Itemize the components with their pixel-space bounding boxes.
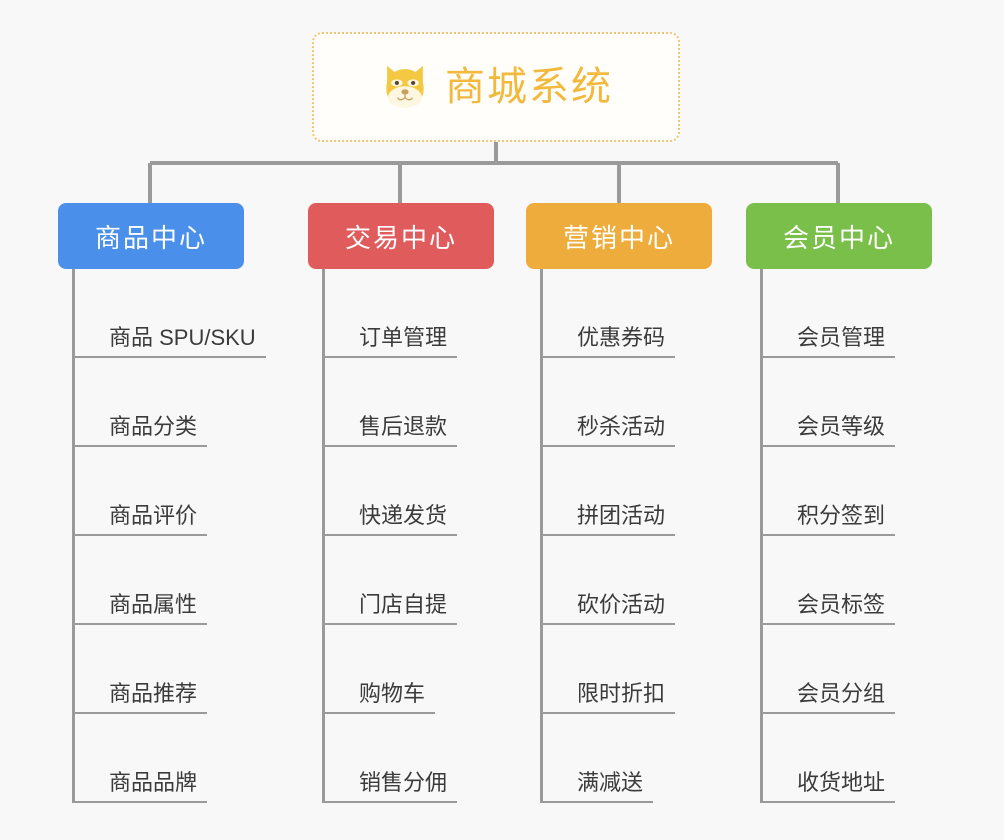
leaf-label: 商品推荐: [75, 681, 208, 714]
branch-header-2[interactable]: 营销中心: [526, 203, 712, 269]
leaf-label: 商品属性: [75, 592, 208, 625]
list-item[interactable]: 订单管理: [325, 269, 494, 358]
leaf-label: 会员标签: [763, 592, 896, 625]
list-item[interactable]: 会员分组: [763, 625, 932, 714]
branch-header-1[interactable]: 交易中心: [308, 203, 494, 269]
leaf-label: 砍价活动: [543, 592, 676, 625]
list-item[interactable]: 收货地址: [763, 714, 932, 803]
branch-items-0: 商品 SPU/SKU 商品分类 商品评价 商品属性 商品推荐 商品品牌: [72, 269, 266, 803]
list-item[interactable]: 拼团活动: [543, 447, 712, 536]
branch-column-0: 商品中心 商品 SPU/SKU 商品分类 商品评价 商品属性 商品推荐 商品品牌: [58, 203, 266, 803]
branch-items-1: 订单管理 售后退款 快递发货 门店自提 购物车 销售分佣: [322, 269, 494, 803]
branch-header-3[interactable]: 会员中心: [746, 203, 932, 269]
list-item[interactable]: 会员标签: [763, 536, 932, 625]
leaf-label: 收货地址: [763, 770, 896, 803]
leaf-label: 商品 SPU/SKU: [75, 325, 266, 358]
leaf-label: 秒杀活动: [543, 414, 676, 447]
leaf-label: 会员分组: [763, 681, 896, 714]
list-item[interactable]: 门店自提: [325, 536, 494, 625]
list-item[interactable]: 商品推荐: [75, 625, 244, 714]
leaf-label: 门店自提: [325, 592, 458, 625]
list-item[interactable]: 满减送: [543, 714, 712, 803]
leaf-label: 销售分佣: [325, 770, 458, 803]
root-node[interactable]: 商城系统: [312, 32, 680, 142]
branch-items-3: 会员管理 会员等级 积分签到 会员标签 会员分组 收货地址: [760, 269, 932, 803]
list-item[interactable]: 售后退款: [325, 358, 494, 447]
list-item[interactable]: 销售分佣: [325, 714, 494, 803]
list-item[interactable]: 商品属性: [75, 536, 244, 625]
leaf-label: 拼团活动: [543, 503, 676, 536]
leaf-label: 售后退款: [325, 414, 458, 447]
list-item[interactable]: 商品品牌: [75, 714, 244, 803]
branch-column-1: 交易中心 订单管理 售后退款 快递发货 门店自提 购物车 销售分佣: [308, 203, 494, 803]
list-item[interactable]: 优惠券码: [543, 269, 712, 358]
branch-header-0[interactable]: 商品中心: [58, 203, 244, 269]
list-item[interactable]: 秒杀活动: [543, 358, 712, 447]
list-item[interactable]: 商品 SPU/SKU: [75, 269, 266, 358]
root-title: 商城系统: [445, 65, 613, 109]
leaf-label: 商品评价: [75, 503, 208, 536]
leaf-label: 订单管理: [325, 325, 458, 358]
leaf-label: 商品分类: [75, 414, 208, 447]
list-item[interactable]: 砍价活动: [543, 536, 712, 625]
list-item[interactable]: 积分签到: [763, 447, 932, 536]
leaf-label: 购物车: [325, 681, 436, 714]
list-item[interactable]: 会员等级: [763, 358, 932, 447]
branch-items-2: 优惠券码 秒杀活动 拼团活动 砍价活动 限时折扣 满减送: [540, 269, 712, 803]
list-item[interactable]: 限时折扣: [543, 625, 712, 714]
leaf-label: 会员等级: [763, 414, 896, 447]
branch-column-3: 会员中心 会员管理 会员等级 积分签到 会员标签 会员分组 收货地址: [746, 203, 932, 803]
leaf-label: 满减送: [543, 770, 654, 803]
list-item[interactable]: 快递发货: [325, 447, 494, 536]
list-item[interactable]: 购物车: [325, 625, 494, 714]
list-item[interactable]: 商品分类: [75, 358, 244, 447]
list-item[interactable]: 商品评价: [75, 447, 244, 536]
leaf-label: 积分签到: [763, 503, 896, 536]
branch-column-2: 营销中心 优惠券码 秒杀活动 拼团活动 砍价活动 限时折扣 满减送: [526, 203, 712, 803]
leaf-label: 优惠券码: [543, 325, 676, 358]
leaf-label: 会员管理: [763, 325, 896, 358]
dog-face-icon: [386, 65, 424, 108]
leaf-label: 限时折扣: [543, 681, 676, 714]
list-item[interactable]: 会员管理: [763, 269, 932, 358]
leaf-label: 商品品牌: [75, 770, 208, 803]
leaf-label: 快递发货: [325, 503, 458, 536]
